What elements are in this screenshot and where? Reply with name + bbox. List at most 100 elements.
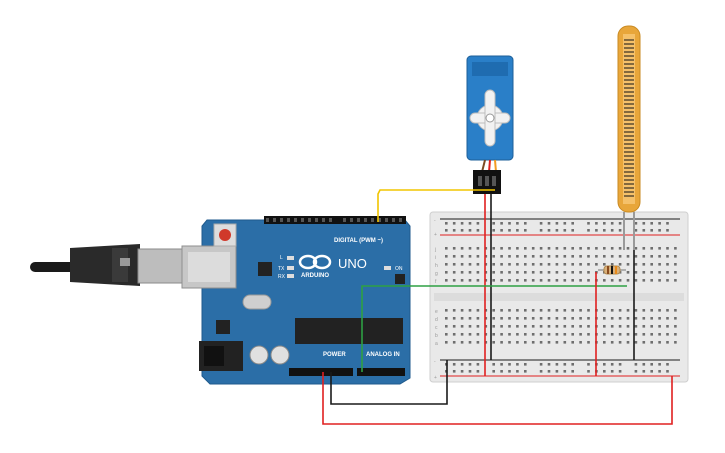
- breadboard-hole[interactable]: [666, 229, 669, 232]
- breadboard-hole[interactable]: [539, 370, 543, 373]
- breadboard-hole[interactable]: [500, 363, 503, 366]
- breadboard-hole[interactable]: [508, 317, 511, 320]
- breadboard-hole[interactable]: [666, 279, 669, 282]
- breadboard-hole[interactable]: [587, 271, 590, 274]
- breadboard-hole[interactable]: [579, 263, 582, 266]
- breadboard-hole[interactable]: [524, 370, 527, 373]
- breadboard-hole[interactable]: [634, 341, 638, 344]
- breadboard-hole[interactable]: [476, 370, 480, 373]
- breadboard-hole[interactable]: [634, 317, 638, 320]
- flex-sensor[interactable]: [617, 25, 641, 250]
- breadboard-hole[interactable]: [445, 309, 448, 312]
- breadboard-hole[interactable]: [587, 363, 590, 366]
- breadboard-hole[interactable]: [508, 363, 511, 366]
- breadboard-hole[interactable]: [508, 263, 511, 266]
- breadboard-hole[interactable]: [452, 370, 456, 373]
- breadboard-hole[interactable]: [445, 333, 448, 336]
- breadboard-hole[interactable]: [492, 271, 495, 274]
- breadboard-hole[interactable]: [579, 247, 582, 250]
- breadboard-hole[interactable]: [460, 363, 464, 366]
- breadboard-hole[interactable]: [610, 222, 614, 225]
- breadboard-hole[interactable]: [563, 333, 567, 336]
- breadboard-hole[interactable]: [445, 229, 448, 232]
- breadboard-hole[interactable]: [445, 317, 448, 320]
- breadboard-hole[interactable]: [634, 325, 638, 328]
- breadboard-hole[interactable]: [610, 370, 614, 373]
- breadboard-hole[interactable]: [642, 363, 646, 366]
- breadboard-hole[interactable]: [516, 309, 519, 312]
- breadboard-hole[interactable]: [634, 279, 638, 282]
- breadboard-hole[interactable]: [603, 255, 606, 258]
- breadboard-hole[interactable]: [531, 325, 535, 328]
- breadboard-hole[interactable]: [468, 247, 472, 250]
- breadboard-hole[interactable]: [634, 222, 638, 225]
- breadboard-hole[interactable]: [642, 333, 646, 336]
- breadboard-hole[interactable]: [626, 279, 630, 282]
- breadboard-hole[interactable]: [460, 325, 464, 328]
- breadboard-hole[interactable]: [539, 247, 543, 250]
- breadboard-hole[interactable]: [650, 255, 653, 258]
- breadboard-hole[interactable]: [500, 222, 503, 225]
- breadboard-hole[interactable]: [539, 333, 543, 336]
- breadboard-hole[interactable]: [500, 255, 503, 258]
- breadboard-hole[interactable]: [658, 363, 661, 366]
- breadboard-hole[interactable]: [563, 370, 567, 373]
- breadboard-hole[interactable]: [524, 279, 527, 282]
- breadboard-hole[interactable]: [547, 370, 551, 373]
- breadboard-hole[interactable]: [674, 271, 677, 274]
- breadboard-hole[interactable]: [516, 263, 519, 266]
- breadboard-hole[interactable]: [476, 263, 480, 266]
- breadboard-hole[interactable]: [492, 229, 495, 232]
- breadboard-hole[interactable]: [563, 363, 567, 366]
- breadboard-hole[interactable]: [666, 255, 669, 258]
- breadboard-hole[interactable]: [618, 370, 622, 373]
- breadboard-hole[interactable]: [452, 279, 456, 282]
- breadboard-hole[interactable]: [547, 325, 551, 328]
- breadboard-hole[interactable]: [524, 333, 527, 336]
- breadboard-hole[interactable]: [492, 363, 495, 366]
- breadboard-hole[interactable]: [626, 263, 630, 266]
- breadboard-hole[interactable]: [603, 279, 606, 282]
- breadboard-hole[interactable]: [587, 222, 590, 225]
- breadboard-hole[interactable]: [516, 325, 519, 328]
- breadboard-hole[interactable]: [587, 247, 590, 250]
- breadboard-hole[interactable]: [650, 333, 653, 336]
- breadboard-hole[interactable]: [445, 341, 448, 344]
- breadboard-hole[interactable]: [634, 263, 638, 266]
- breadboard-hole[interactable]: [468, 317, 472, 320]
- breadboard-hole[interactable]: [500, 325, 503, 328]
- breadboard-hole[interactable]: [587, 309, 590, 312]
- breadboard-hole[interactable]: [587, 325, 590, 328]
- breadboard-hole[interactable]: [452, 325, 456, 328]
- breadboard-hole[interactable]: [445, 222, 448, 225]
- breadboard-hole[interactable]: [492, 255, 495, 258]
- breadboard-hole[interactable]: [468, 309, 472, 312]
- breadboard-hole[interactable]: [524, 271, 527, 274]
- breadboard-hole[interactable]: [500, 263, 503, 266]
- breadboard-hole[interactable]: [492, 309, 495, 312]
- breadboard-hole[interactable]: [658, 263, 661, 266]
- breadboard-hole[interactable]: [555, 255, 559, 258]
- breadboard-hole[interactable]: [445, 255, 448, 258]
- breadboard-hole[interactable]: [539, 263, 543, 266]
- breadboard-hole[interactable]: [626, 309, 630, 312]
- breadboard-hole[interactable]: [524, 263, 527, 266]
- breadboard-hole[interactable]: [508, 222, 511, 225]
- breadboard-hole[interactable]: [524, 229, 527, 232]
- breadboard-hole[interactable]: [476, 309, 480, 312]
- breadboard-hole[interactable]: [555, 325, 559, 328]
- breadboard-hole[interactable]: [531, 341, 535, 344]
- breadboard-hole[interactable]: [516, 341, 519, 344]
- breadboard-hole[interactable]: [539, 229, 543, 232]
- breadboard-hole[interactable]: [618, 222, 622, 225]
- breadboard-hole[interactable]: [547, 247, 551, 250]
- breadboard-hole[interactable]: [539, 222, 543, 225]
- breadboard-hole[interactable]: [524, 309, 527, 312]
- breadboard-hole[interactable]: [626, 333, 630, 336]
- breadboard-hole[interactable]: [571, 363, 574, 366]
- breadboard-hole[interactable]: [492, 263, 495, 266]
- breadboard-hole[interactable]: [500, 370, 503, 373]
- breadboard-hole[interactable]: [666, 247, 669, 250]
- breadboard-hole[interactable]: [516, 255, 519, 258]
- breadboard-holes[interactable]: [445, 222, 677, 373]
